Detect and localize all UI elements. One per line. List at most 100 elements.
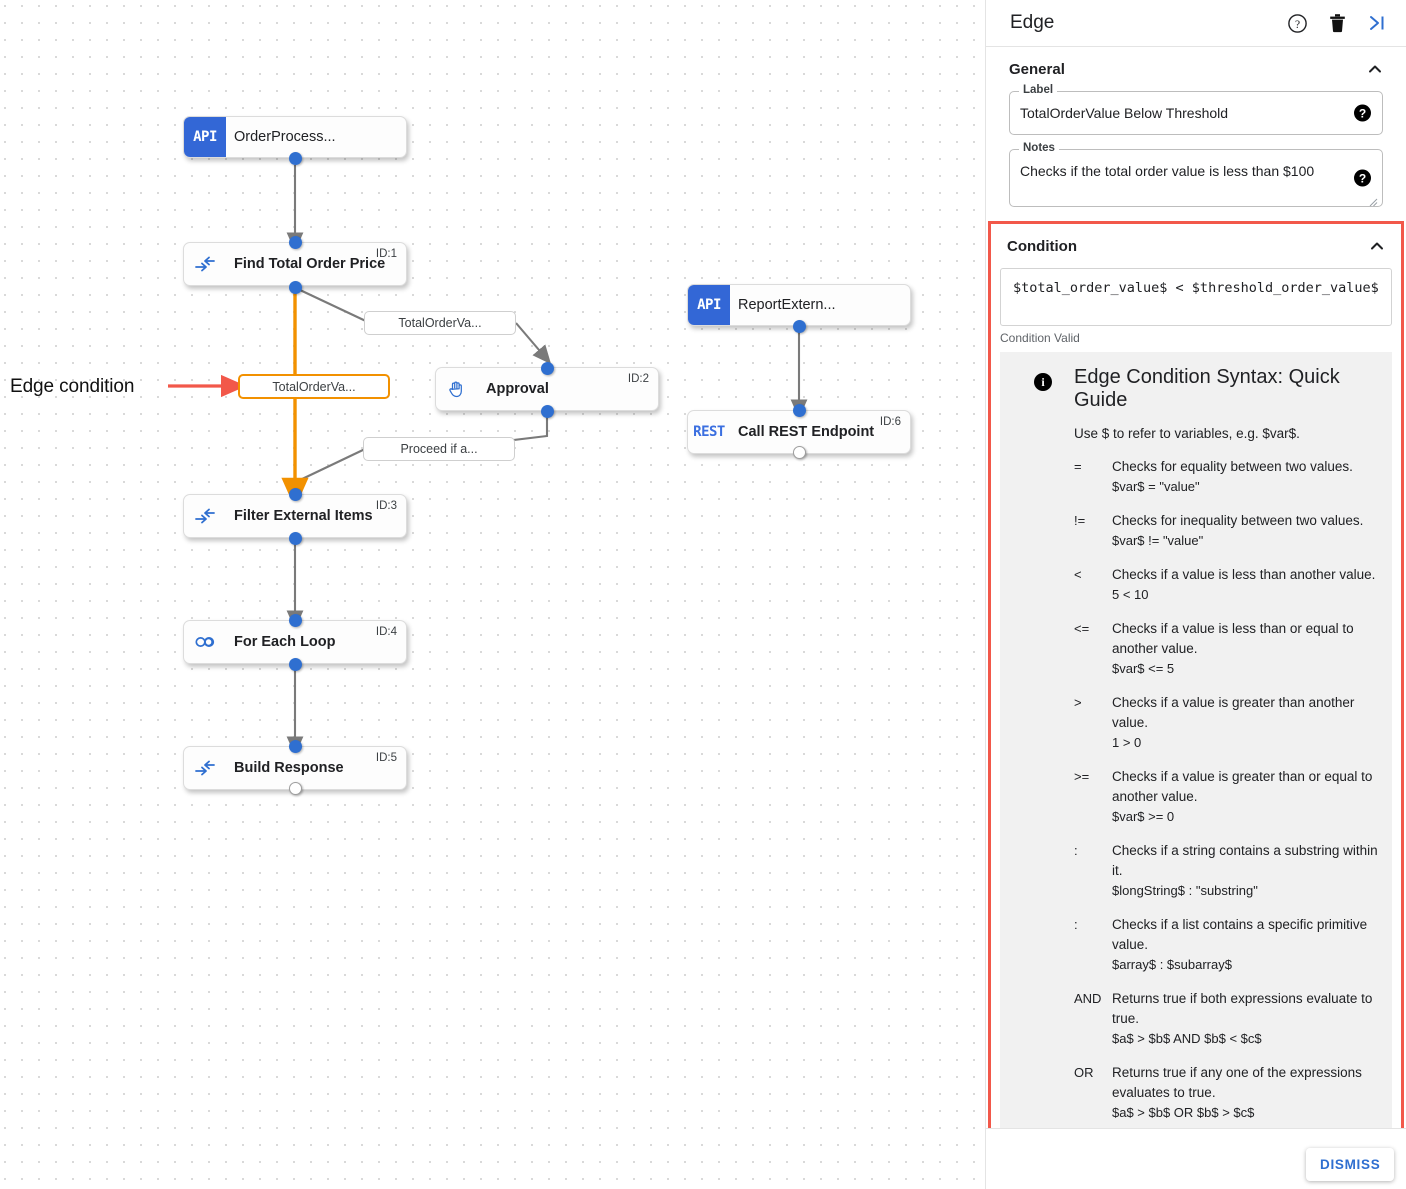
node-output-port[interactable] (289, 152, 302, 165)
info-icon: i (1034, 373, 1052, 391)
edge-label-total-order-value-upper[interactable]: TotalOrderVa... (364, 311, 516, 335)
operator-body: Checks if a value is greater than or equ… (1112, 767, 1378, 827)
node-output-port[interactable] (541, 405, 554, 418)
node-output-port[interactable] (793, 320, 806, 333)
guide-title: Edge Condition Syntax: Quick Guide (1074, 366, 1340, 411)
operator-example: $var$ != "value" (1112, 533, 1204, 548)
label-field[interactable]: Label TotalOrderValue Below Threshold ? (1009, 84, 1383, 135)
operator-row: <Checks if a value is less than another … (1074, 565, 1378, 605)
panel-header: Edge ? (986, 0, 1406, 47)
node-id-badge: ID:6 (879, 416, 901, 428)
operator-symbol: >= (1074, 769, 1090, 784)
chevron-up-icon[interactable] (1367, 61, 1383, 77)
node-id-badge: ID:4 (375, 626, 397, 638)
operator-row: >Checks if a value is greater than anoth… (1074, 693, 1378, 753)
notes-help-icon[interactable]: ? (1354, 169, 1371, 187)
operator-symbol: = (1074, 459, 1082, 474)
operator-symbol: < (1074, 567, 1082, 582)
operator-description: Checks if a list contains a specific pri… (1112, 917, 1368, 952)
notes-resize-grip[interactable] (1369, 194, 1378, 207)
node-input-port[interactable] (289, 614, 302, 627)
operator-description: Checks for inequality between two values… (1112, 513, 1364, 528)
operator-description: Checks for equality between two values. (1112, 459, 1353, 474)
operator-example: 5 < 10 (1112, 587, 1149, 602)
condition-expression-input[interactable]: $total_order_value$ < $threshold_order_v… (1000, 268, 1392, 326)
node-title: Find Total Order Price (234, 256, 386, 272)
operator-row: >= Checks if a value is greater than or e… (1074, 767, 1378, 827)
operator-list: = Checks for equality between two values.… (1014, 457, 1378, 1128)
notes-field[interactable]: Notes Checks if the total order value is… (1009, 142, 1383, 207)
general-section-title: General (1009, 60, 1065, 78)
label-field-value[interactable]: TotalOrderValue Below Threshold (1020, 105, 1229, 121)
node-title: Approval (486, 381, 549, 397)
general-section-header[interactable]: General (1000, 47, 1392, 91)
dismiss-button[interactable]: DISMISS (1306, 1148, 1395, 1181)
node-input-port[interactable] (289, 236, 302, 249)
flow-canvas[interactable]: Edge condition API OrderProcess... Find … (0, 0, 984, 1189)
operator-symbol: : (1074, 917, 1078, 932)
node-title: Filter External Items (234, 508, 373, 524)
condition-section-header[interactable]: Condition (991, 224, 1401, 268)
api-icon: API (688, 285, 730, 325)
condition-section-title: Condition (1007, 237, 1077, 255)
operator-description: Returns true if both expressions evaluat… (1112, 991, 1373, 1026)
node-output-port[interactable] (289, 782, 302, 795)
edge-condition-syntax-guide: i Edge Condition Syntax: Quick Guide Use… (1000, 352, 1392, 1128)
operator-body: Returns true if both expressions evaluat… (1112, 989, 1378, 1049)
node-order-process[interactable]: API OrderProcess... (183, 116, 407, 158)
node-title: OrderProcess... (234, 129, 336, 145)
transform-icon (184, 495, 226, 537)
node-output-port[interactable] (289, 281, 302, 294)
operator-row: <=Checks if a value is less than or equa… (1074, 619, 1378, 679)
operator-example: $var$ >= 0 (1112, 809, 1175, 824)
panel-body: General Label TotalOrderValue Below Thre… (986, 47, 1406, 1128)
node-for-each-loop[interactable]: For Each Loop ID:4 (183, 620, 407, 664)
page-title: Edge (1010, 12, 1055, 33)
operator-row: = Checks for equality between two values.… (1074, 457, 1378, 497)
operator-symbol: : (1074, 843, 1078, 858)
operator-example: $var$ = "value" (1112, 479, 1200, 494)
edge-label-total-order-value-selected[interactable]: TotalOrderVa... (238, 374, 390, 399)
loop-icon (184, 621, 226, 663)
collapse-panel-icon[interactable] (1367, 13, 1388, 33)
operator-description: Checks if a value is greater than anothe… (1112, 695, 1355, 730)
edge-condition-annotation: Edge condition (10, 376, 135, 397)
edge-connectors-layer (168, 165, 808, 756)
operator-row: : Checks if a list contains a specific pr… (1074, 915, 1378, 975)
chevron-up-icon[interactable] (1369, 238, 1385, 254)
operator-body: Checks for equality between two values. $… (1112, 457, 1378, 497)
node-filter-external-items[interactable]: Filter External Items ID:3 (183, 494, 407, 538)
node-input-port[interactable] (541, 362, 554, 375)
node-output-port[interactable] (289, 658, 302, 671)
node-output-port[interactable] (289, 532, 302, 545)
operator-example: $var$ <= 5 (1112, 661, 1175, 676)
node-input-port[interactable] (793, 404, 806, 417)
node-id-badge: ID:5 (375, 752, 397, 764)
general-section: General Label TotalOrderValue Below Thre… (986, 47, 1406, 207)
node-input-port[interactable] (289, 488, 302, 501)
help-circle-icon[interactable]: ? (1287, 13, 1308, 34)
label-help-icon[interactable]: ? (1354, 104, 1371, 122)
notes-field-value[interactable]: Checks if the total order value is less … (1020, 163, 1315, 179)
transform-icon (184, 243, 226, 285)
operator-example: 1 > 0 (1112, 735, 1142, 750)
operator-symbol: OR (1074, 1065, 1094, 1080)
operator-description: Checks if a value is greater than or equ… (1112, 769, 1373, 804)
panel-footer: DISMISS (986, 1128, 1406, 1189)
guide-intro: Use $ to refer to variables, e.g. $var$. (1074, 426, 1300, 441)
operator-body: Checks if a value is greater than anothe… (1112, 693, 1378, 753)
node-id-badge: ID:3 (375, 500, 397, 512)
node-title: Build Response (234, 760, 344, 776)
rest-icon: REST (693, 424, 725, 440)
node-output-port[interactable] (793, 446, 806, 459)
operator-body: Checks if a string contains a substring … (1112, 841, 1378, 901)
hand-icon (436, 368, 478, 410)
node-id-badge: ID:1 (375, 248, 397, 260)
node-input-port[interactable] (289, 740, 302, 753)
operator-symbol: != (1074, 513, 1086, 528)
trash-icon[interactable] (1328, 13, 1347, 33)
condition-section: Condition $total_order_value$ < $thresho… (988, 221, 1404, 1128)
edge-label-proceed-if-approved[interactable]: Proceed if a... (363, 437, 515, 461)
operator-description: Checks if a value is less than or equal … (1112, 621, 1354, 656)
